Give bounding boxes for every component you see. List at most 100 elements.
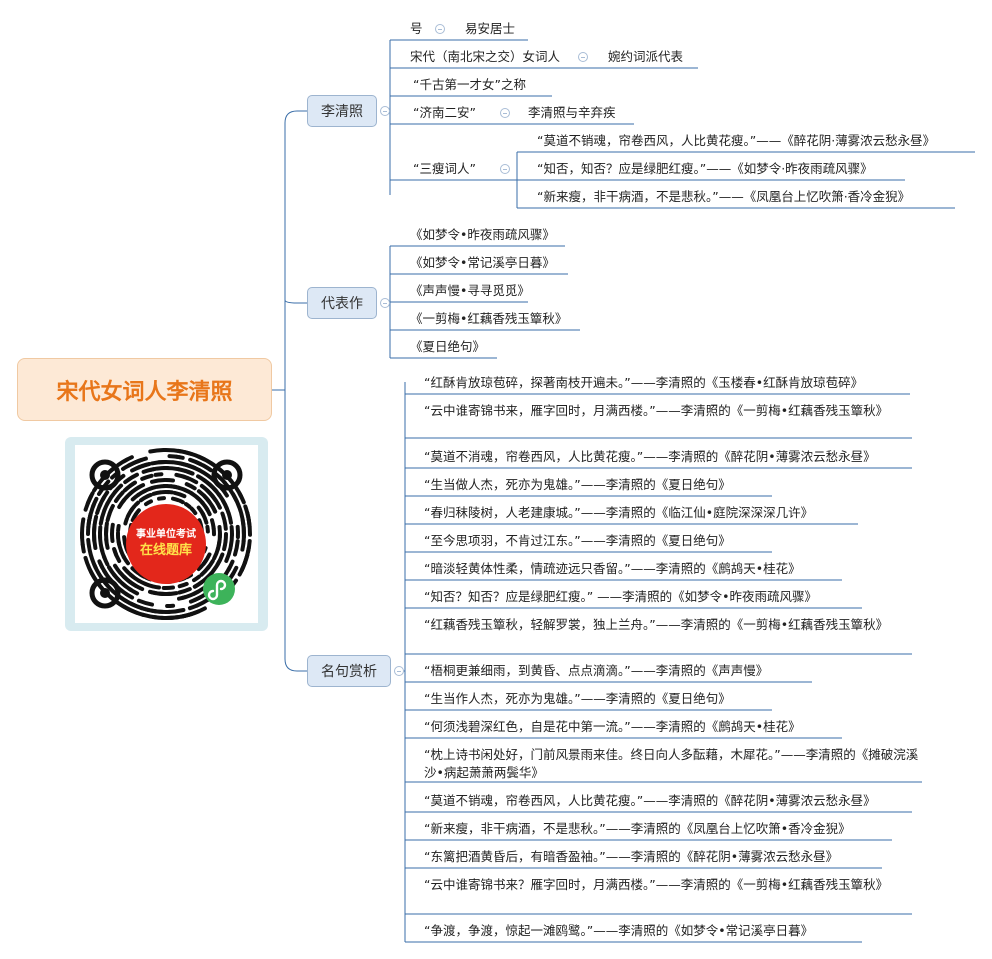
qr-dot bbox=[83, 555, 97, 580]
qr-dot bbox=[113, 483, 124, 494]
qr-dot bbox=[92, 514, 99, 536]
qr-finder bbox=[211, 459, 243, 491]
qr-dot bbox=[211, 525, 217, 537]
qr-dot bbox=[136, 462, 149, 470]
subtopic-jinan-value[interactable]: 李清照与辛弃疾 bbox=[528, 105, 616, 120]
quote-item[interactable]: “东篱把酒黄昏后，有暗香盈袖。”——李清照的《醉花阴•薄雾浓云愁永昼》 bbox=[424, 849, 839, 864]
qr-dot bbox=[187, 603, 199, 611]
qr-dot bbox=[233, 539, 240, 557]
mini-program-icon bbox=[203, 573, 235, 605]
qr-dot bbox=[148, 485, 158, 491]
collapse-icon[interactable] bbox=[380, 298, 390, 308]
quote-item[interactable]: “春归秣陵树，人老建康城。”——李清照的《临江仙•庭院深深深几许》 bbox=[424, 505, 814, 520]
topic-li-qingzhao[interactable]: 李清照 bbox=[307, 95, 377, 127]
quote-item[interactable]: “枕上诗书闲处好，门前风景雨来佳。终日向人多酝藉，木犀花。”——李清照的《摊破浣… bbox=[424, 747, 919, 780]
collapse-icon[interactable] bbox=[500, 164, 510, 174]
collapse-icon[interactable] bbox=[500, 108, 510, 118]
quote-item[interactable]: “生当作人杰，死亦为鬼雄。”——李清照的《夏日绝句》 bbox=[424, 691, 731, 706]
qr-finder bbox=[89, 459, 121, 491]
qr-dot bbox=[153, 472, 164, 477]
qr-dot bbox=[112, 547, 119, 557]
qr-dot bbox=[220, 511, 226, 521]
qr-dot bbox=[137, 483, 146, 490]
qr-dot bbox=[210, 505, 218, 514]
subtopic-jinan[interactable]: “济南二安” bbox=[413, 105, 476, 120]
collapse-icon[interactable] bbox=[394, 666, 404, 676]
quote-item[interactable]: “何须浅碧深红色，自是花中第一流。”——李清照的《鹧鸪天•桂花》 bbox=[424, 719, 801, 734]
quote-item[interactable]: “生当做人杰，死亦为鬼雄。”——李清照的《夏日绝句》 bbox=[424, 477, 731, 492]
qr-dot bbox=[85, 491, 95, 506]
quote-item[interactable]: “云中谁寄锦书来，雁字回时，月满西楼。”——李清照的《一剪梅•红藕香残玉簟秋》 bbox=[424, 403, 889, 418]
qr-dot bbox=[122, 566, 136, 579]
collapse-icon[interactable] bbox=[578, 52, 588, 62]
qr-code-dots bbox=[79, 447, 253, 621]
quote-item[interactable]: “红藕香残玉簟秋，轻解罗裳，独上兰舟。”——李清照的《一剪梅•红藕香残玉簟秋》 bbox=[424, 617, 889, 632]
qr-dot bbox=[122, 535, 128, 547]
connector-line bbox=[284, 299, 307, 304]
subtopic-songdai[interactable]: 宋代（南北宋之交）女词人 bbox=[410, 49, 561, 64]
qr-dot bbox=[177, 581, 189, 589]
qr-dot bbox=[222, 539, 228, 552]
quote-item[interactable]: “至今思项羽，不肯过江东。”——李清照的《夏日绝句》 bbox=[424, 533, 731, 548]
qr-dot bbox=[171, 496, 180, 503]
subtopic-qiangu[interactable]: “千古第一才女”之称 bbox=[413, 77, 526, 92]
work-item[interactable]: 《声声慢•寻寻觅觅》 bbox=[410, 283, 530, 298]
quote-item[interactable]: “争渡，争渡，惊起一滩鸥鹭。”——李清照的《如梦令•常记溪亭日暮》 bbox=[424, 923, 814, 938]
qr-dot bbox=[212, 546, 221, 561]
collapse-icon[interactable] bbox=[380, 106, 390, 116]
qr-dot bbox=[174, 454, 185, 460]
topic-quotes[interactable]: 名句赏析 bbox=[307, 655, 391, 687]
qr-dot bbox=[237, 491, 246, 505]
qr-dot bbox=[123, 516, 129, 526]
central-topic[interactable]: 宋代女词人李清照 bbox=[17, 358, 272, 421]
qr-dot bbox=[91, 496, 99, 509]
qr-dot bbox=[113, 490, 125, 503]
qr-dot bbox=[145, 492, 153, 499]
qr-dot bbox=[189, 506, 198, 516]
collapse-icon[interactable] bbox=[435, 24, 445, 34]
sanshou-quote[interactable]: “新来瘦，非干病酒，不是悲秋。”——《凤凰台上忆吹箫·香冷金猊》 bbox=[537, 189, 911, 204]
subtopic-hao[interactable]: 号 bbox=[410, 21, 423, 36]
qr-dot bbox=[140, 473, 154, 481]
qr-dot bbox=[134, 508, 141, 516]
qr-dot bbox=[183, 468, 195, 476]
work-item[interactable]: 《如梦令•昨夜雨疏风骤》 bbox=[410, 227, 555, 242]
topic-works[interactable]: 代表作 bbox=[307, 287, 377, 319]
quote-item[interactable]: “莫道不消魂，帘卷西风，人比黄花瘦。”——李清照的《醉花阴•薄雾浓云愁永昼》 bbox=[424, 449, 876, 464]
quote-item[interactable]: “莫道不销魂，帘卷西风，人比黄花瘦。”——李清照的《醉花阴•薄雾浓云愁永昼》 bbox=[424, 793, 876, 808]
qr-dot bbox=[122, 455, 134, 464]
quote-item[interactable]: “暗淡轻黄体性柔，情疏迹远只香留。”——李清照的《鹧鸪天•桂花》 bbox=[424, 561, 801, 576]
qr-dot bbox=[107, 504, 115, 516]
sanshou-quote[interactable]: “莫道不销魂，帘卷西风，人比黄花瘦。”——《醉花阴·薄雾浓云愁永昼》 bbox=[537, 133, 936, 148]
qr-dot bbox=[192, 574, 201, 583]
qr-dot bbox=[161, 585, 175, 591]
qr-dot bbox=[103, 521, 109, 536]
sanshou-quote[interactable]: “知否，知否？应是绿肥红瘦。”——《如梦令·昨夜雨疏风骤》 bbox=[537, 161, 873, 176]
subtopic-sanshou[interactable]: “三瘦词人” bbox=[413, 161, 476, 176]
work-item[interactable]: 《如梦令•常记溪亭日暮》 bbox=[410, 255, 555, 270]
qr-dot bbox=[226, 511, 233, 525]
qr-finder-dot bbox=[100, 470, 110, 480]
qr-center-badge: 事业单位考试 在线题库 bbox=[126, 504, 206, 584]
qr-dot bbox=[148, 589, 158, 596]
qr-dot bbox=[113, 563, 122, 575]
qr-dot bbox=[237, 566, 245, 577]
quote-item[interactable]: “梧桐更兼细雨，到黄昏、点点滴滴。”——李清照的《声声慢》 bbox=[424, 663, 769, 678]
quote-item[interactable]: “新来瘦，非干病酒，不是悲秋。”——李清照的《凤凰台上忆吹箫•香冷金猊》 bbox=[424, 821, 851, 836]
qr-badge-line1: 事业单位考试 bbox=[136, 529, 196, 540]
qr-dot bbox=[129, 504, 137, 513]
quote-item[interactable]: “红酥肯放琼苞碎，探著南枝开遍未。”——李清照的《玉楼春•红酥肯放琼苞碎》 bbox=[424, 375, 864, 390]
subtopic-songdai-value[interactable]: 婉约词派代表 bbox=[608, 49, 684, 64]
qr-finder-dot bbox=[100, 588, 110, 598]
qr-dot bbox=[136, 598, 154, 607]
qr-dot bbox=[123, 472, 139, 485]
qr-dot bbox=[100, 490, 110, 503]
qr-finder-dot bbox=[222, 470, 232, 480]
subtopic-hao-value[interactable]: 易安居士 bbox=[465, 21, 516, 36]
quote-item[interactable]: “知否？知否？应是绿肥红瘦。” ——李清照的《如梦令•昨夜雨疏风骤》 bbox=[424, 589, 818, 604]
work-item[interactable]: 《夏日绝句》 bbox=[410, 339, 486, 354]
qr-dot bbox=[164, 478, 175, 483]
work-item[interactable]: 《一剪梅•红藕香残玉簟秋》 bbox=[410, 311, 568, 326]
qr-dot bbox=[98, 508, 107, 526]
quote-item[interactable]: “云中谁寄锦书来？雁字回时，月满西楼。”——李清照的《一剪梅•红藕香残玉簟秋》 bbox=[424, 877, 889, 892]
